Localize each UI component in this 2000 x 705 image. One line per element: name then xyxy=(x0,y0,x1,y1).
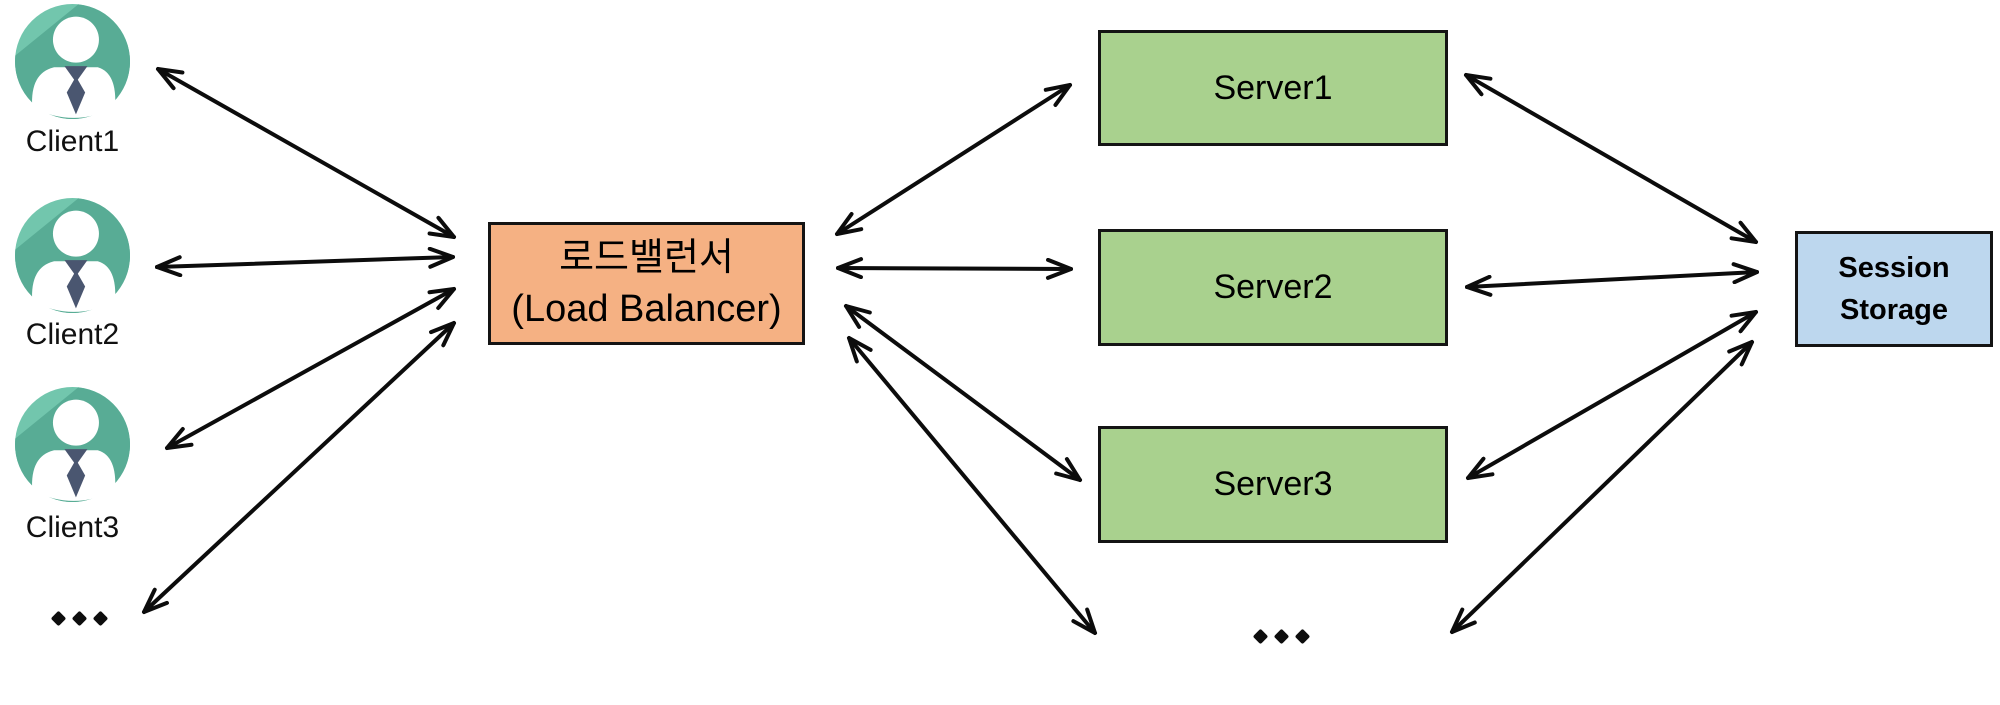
ellipsis-dot xyxy=(1252,628,1269,645)
ellipsis-dot xyxy=(1273,628,1290,645)
ellipsis-dot xyxy=(92,610,109,627)
client3-node xyxy=(15,387,130,502)
arrow-server3-to-session-storage xyxy=(1466,310,1758,480)
arrow-client2-to-load-balancer xyxy=(155,246,455,278)
client-avatar-icon xyxy=(15,4,130,119)
arrow-servers-more-to-session-storage xyxy=(1450,340,1754,634)
server1-box: Server1 xyxy=(1098,30,1448,146)
arrow-server2-to-session-storage xyxy=(1465,262,1759,297)
client1-label: Client1 xyxy=(25,125,120,158)
load-balancer-label-ko: 로드밸런서 xyxy=(559,237,734,280)
ellipsis-dot xyxy=(50,610,67,627)
server3-label: Server3 xyxy=(1213,465,1333,503)
ellipsis-dot xyxy=(1294,628,1311,645)
ellipsis-dot xyxy=(71,610,88,627)
client3-label: Client3 xyxy=(25,511,120,544)
client-avatar-icon xyxy=(15,387,130,502)
client-avatar-icon xyxy=(15,198,130,313)
client2-label: Client2 xyxy=(25,318,120,351)
client1-node xyxy=(15,4,130,119)
arrow-load-balancer-to-server2 xyxy=(836,257,1073,280)
server2-box: Server2 xyxy=(1098,229,1448,346)
server3-box: Server3 xyxy=(1098,426,1448,543)
session-storage-label-line2: Storage xyxy=(1840,294,1948,326)
arrow-client3-to-load-balancer xyxy=(165,287,456,450)
client2-node xyxy=(15,198,130,313)
server1-label: Server1 xyxy=(1213,68,1333,107)
load-balancer-label-en: (Load Balancer) xyxy=(511,287,782,330)
arrow-client1-to-load-balancer xyxy=(156,67,456,239)
servers-ellipsis xyxy=(1252,628,1311,645)
server2-label: Server2 xyxy=(1213,268,1333,306)
load-balancer-box: 로드밸런서 (Load Balancer) xyxy=(488,222,805,345)
session-storage-box: Session Storage xyxy=(1795,231,1993,347)
arrow-server1-to-session-storage xyxy=(1464,73,1758,244)
clients-ellipsis xyxy=(50,610,109,627)
session-storage-label-line1: Session xyxy=(1838,251,1950,284)
arrow-load-balancer-to-server1 xyxy=(835,83,1072,236)
arrow-load-balancer-to-servers-more xyxy=(847,336,1097,635)
arrow-clients-more-to-load-balancer xyxy=(142,321,456,614)
arrow-load-balancer-to-server3 xyxy=(844,304,1082,482)
